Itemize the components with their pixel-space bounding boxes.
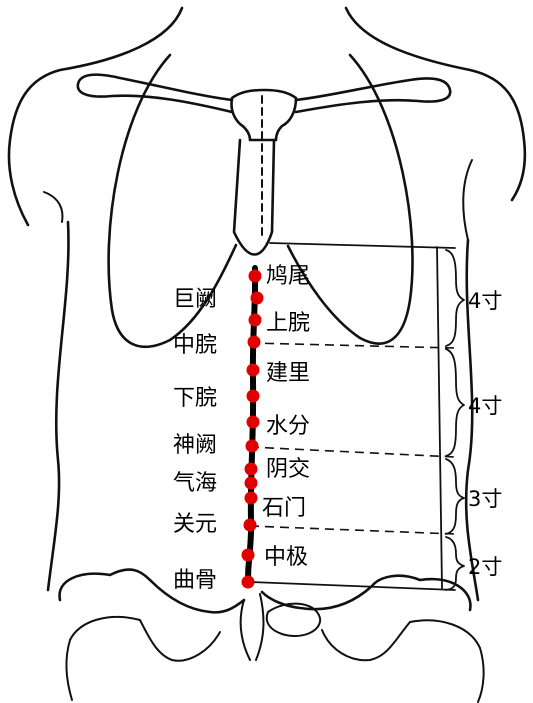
acupoint-label-jiuwei: 鸠尾	[266, 264, 310, 289]
acupoint-dot	[250, 291, 264, 305]
acupoint-label-zhongji: 中极	[264, 545, 308, 570]
ref-line-3	[249, 446, 456, 458]
measurement-label: 4寸	[468, 289, 502, 313]
sternum-body	[232, 138, 276, 256]
ref-line-top	[269, 242, 456, 249]
brace-2	[445, 348, 465, 457]
left-clavicle	[76, 73, 234, 114]
left-iliac-crest	[58, 568, 246, 614]
right-hip-joint	[321, 619, 481, 662]
acupoint-label-zhongwan: 中脘	[173, 333, 217, 358]
pubic-symphysis-left	[239, 599, 251, 661]
right-armpit-fold	[462, 159, 473, 241]
acupoint-label-jianli: 建里	[266, 361, 310, 386]
left-shoulder-outline	[7, 6, 184, 227]
sternum-manubrium	[230, 88, 298, 142]
measurement-label: 4寸	[468, 394, 502, 418]
acupoint-dot	[243, 518, 257, 532]
acupoint-dot	[246, 363, 260, 377]
measurement-label: 2寸	[468, 555, 502, 579]
ref-vertical-left	[436, 246, 443, 589]
right-clavicle	[294, 77, 452, 114]
ref-line-bottom	[249, 581, 456, 591]
left-femur-outline	[65, 639, 73, 701]
acupoint-label-shuifen: 水分	[266, 414, 310, 439]
right-femur-outline	[477, 647, 485, 703]
brace-4	[445, 536, 465, 591]
left-hip-joint	[69, 616, 221, 662]
pubic-symphysis-right	[255, 593, 265, 661]
acupoint-label-qugu: 曲骨	[173, 568, 217, 593]
left-waist-outline	[46, 220, 70, 592]
ref-line-4	[249, 525, 456, 535]
acupoint-dot	[247, 335, 261, 349]
acupoint-label-juque: 巨阙	[173, 287, 217, 312]
acupoint-label-shenque: 神阙	[173, 433, 217, 458]
right-shoulder-outline	[344, 6, 527, 202]
right-iliac-crest	[260, 574, 472, 612]
acupoint-dot	[246, 415, 260, 429]
acupoint-label-qihai: 气海	[173, 471, 217, 496]
acupoint-dot	[248, 313, 262, 327]
acupoint-dot	[244, 476, 258, 490]
acupoint-dot	[244, 491, 258, 505]
acupoint-dot	[241, 575, 255, 589]
brace-1	[445, 249, 465, 347]
ref-line-2	[249, 342, 456, 349]
obturator-foramen	[265, 602, 322, 637]
acupoint-dot	[248, 269, 262, 283]
measurement-label: 3寸	[468, 487, 502, 511]
acupoint-dot	[246, 389, 260, 403]
acupoint-dot	[241, 548, 255, 562]
right-ribcage	[286, 53, 414, 345]
acupoint-dot	[245, 439, 259, 453]
acupoint-dot	[244, 462, 258, 476]
acupoint-label-guanyuan: 关元	[173, 512, 217, 537]
acupoint-label-yinjiao: 阴交	[266, 457, 310, 482]
left-ribcage	[107, 53, 238, 349]
brace-3	[445, 458, 465, 535]
acupoint-label-shimen: 石门	[262, 496, 306, 521]
acupoint-label-xiawan: 下脘	[173, 386, 217, 411]
right-waist-outline	[464, 238, 480, 602]
acupoints	[241, 269, 264, 589]
acupoint-label-shangwan: 上脘	[266, 311, 310, 336]
left-armpit-fold	[43, 191, 64, 223]
